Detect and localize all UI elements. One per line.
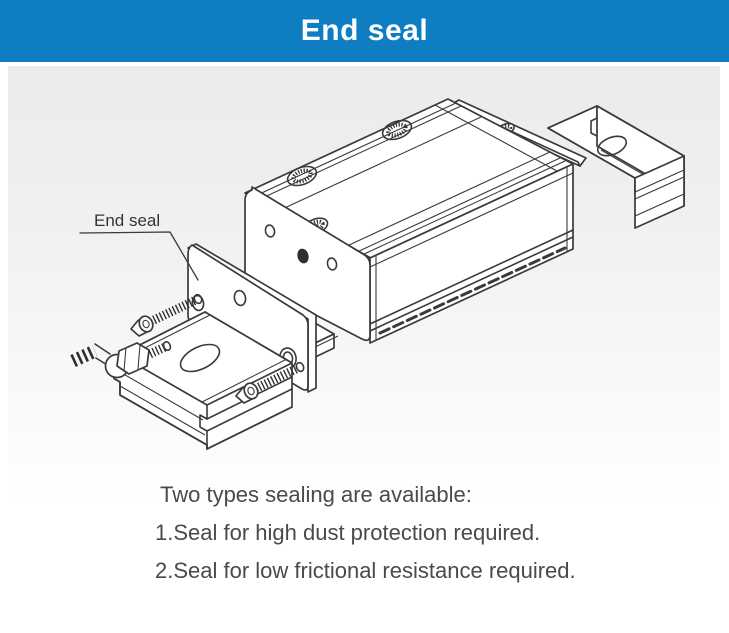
front-end-seal-plate xyxy=(187,243,317,393)
notes-block: Two types sealing are available: 1.Seal … xyxy=(155,476,635,590)
mounting-screw xyxy=(235,361,305,404)
grease-nipple xyxy=(70,340,172,379)
end-seal-callout: End seal xyxy=(79,211,199,281)
page-header: End seal xyxy=(0,0,729,62)
page-title: End seal xyxy=(300,14,429,47)
notes-intro: Two types sealing are available: xyxy=(160,482,472,507)
countersunk-screw-icon xyxy=(499,124,513,134)
end-seal-label: End seal xyxy=(94,211,160,230)
leader-line xyxy=(79,231,199,281)
carriage-block xyxy=(244,98,574,344)
grease-port-icon xyxy=(297,248,309,264)
mounting-screw xyxy=(130,293,203,337)
threaded-hole-icon xyxy=(286,165,318,187)
rail-slot-icon xyxy=(179,343,221,373)
note-item-2: 2.Seal for low frictional resistance req… xyxy=(155,558,576,583)
threaded-hole-icon xyxy=(381,119,413,141)
note-item-1: 1.Seal for high dust protection required… xyxy=(155,520,541,545)
rail-rear xyxy=(547,105,685,229)
